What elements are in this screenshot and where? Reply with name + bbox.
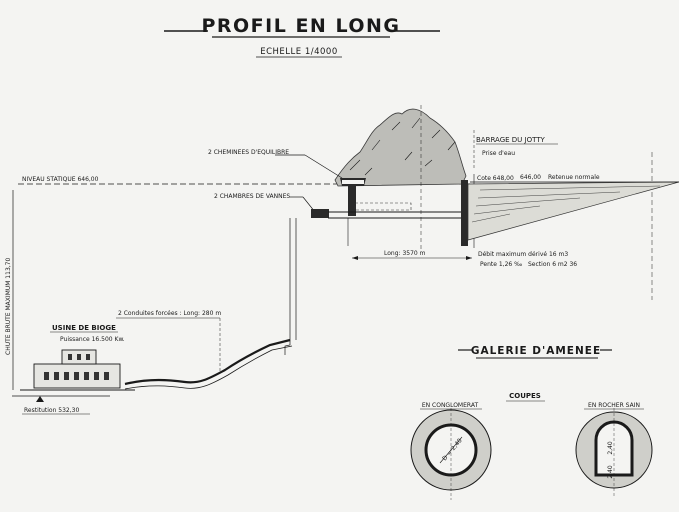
slope-label: Pente 1,26 ‰ — [480, 261, 522, 268]
rocher-label: EN ROCHER SAIN — [588, 402, 640, 409]
retention-label: Retenue normale — [548, 174, 600, 181]
coupes-title: COUPES — [509, 392, 541, 400]
conglomerat-label: EN CONGLOMERAT — [422, 402, 479, 409]
reservoir-hatching — [471, 185, 661, 223]
section-label: Section 6 m2 36 — [528, 261, 577, 268]
length-label: Long: 3570 m — [384, 250, 426, 257]
reservoir — [467, 181, 679, 241]
scale-label: ECHELLE 1/4000 — [260, 47, 338, 57]
dam-wall — [461, 180, 468, 246]
mountain-mass — [334, 108, 467, 187]
flow-label: Débit maximum dérivé 16 m3 — [478, 251, 568, 258]
tunnel-dashed-box — [354, 202, 412, 211]
penstocks-label: 2 Conduites forcées : Long: 280 m — [118, 310, 221, 317]
cheminees-leader — [304, 154, 343, 179]
plant-name: USINE DE BIOGE — [52, 324, 116, 332]
galerie-title: GALERIE D'AMENEE — [471, 345, 601, 357]
retention-value: 646,00 — [520, 174, 541, 181]
intake-label: Prise d'eau — [482, 150, 515, 157]
restitution-marker — [36, 396, 44, 402]
restitution-label: Restitution 532,30 — [24, 407, 79, 414]
mountain-hatching — [349, 117, 456, 176]
head-label: CHUTE BRUTE MAXIMUM 113,70 — [5, 258, 12, 355]
penstock-pipe — [124, 338, 291, 386]
page-title: PROFIL EN LONG — [201, 15, 400, 37]
penstock-pipe-lower — [124, 345, 293, 390]
crest-level-label: Cote 648,00 — [477, 175, 514, 182]
static-level-label: NIVEAU STATIQUE 646,00 — [22, 176, 99, 183]
plant-power: Puissance 16.500 Kw. — [60, 336, 125, 343]
rocher-width-label: 2,40 — [607, 465, 614, 479]
surge-chamber-inner — [342, 180, 364, 184]
surge-chamber — [340, 178, 366, 216]
dam-label: BARRAGE DU JOTTY — [476, 136, 546, 144]
penstock-shaft — [284, 218, 291, 355]
valve-chamber — [311, 209, 329, 218]
cheminees-label: 2 CHEMINEES D'EQUILIBRE — [208, 149, 289, 156]
power-plant-windows — [44, 354, 109, 380]
chambres-label: 2 CHAMBRES DE VANNES — [214, 193, 290, 200]
rocher-height-label: 2,40 — [607, 441, 614, 455]
